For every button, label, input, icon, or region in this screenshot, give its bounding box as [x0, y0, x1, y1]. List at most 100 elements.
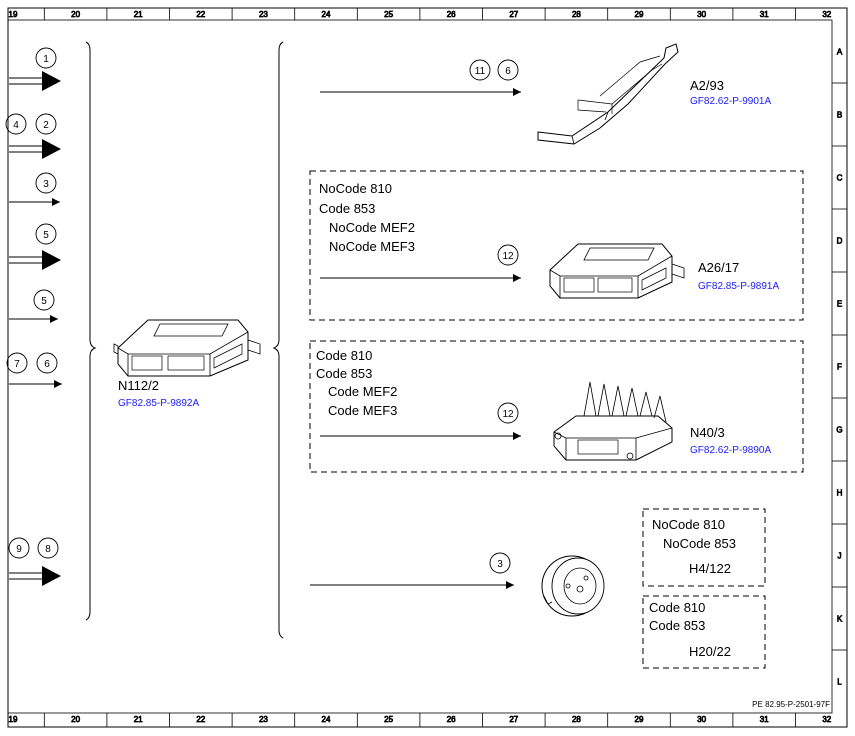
n40-3-designation: N40/3 [690, 425, 725, 440]
signal-row: 5 [9, 223, 61, 270]
a2-93-designation: A2/93 [690, 78, 724, 93]
column-label: 22 [196, 10, 205, 19]
column-label: 20 [71, 10, 80, 19]
signal-number: 6 [44, 359, 50, 370]
column-label: 24 [322, 715, 331, 724]
signal-number: 2 [43, 120, 49, 131]
row-label: E [837, 300, 842, 309]
row-label: C [837, 174, 843, 183]
double-arrow-head [42, 566, 61, 586]
circle-number: 12 [502, 409, 514, 420]
a26-17-reference: GF82.85-P-9891A [698, 281, 779, 292]
column-label: 19 [9, 715, 18, 724]
column-label: 32 [822, 10, 831, 19]
column-label: 27 [509, 715, 518, 724]
column-label: 25 [384, 715, 393, 724]
h20-22-condition: Code 853 [649, 618, 705, 633]
signal-number: 5 [41, 296, 47, 307]
signal-number: 1 [43, 54, 49, 65]
column-label: 29 [635, 10, 644, 19]
h4-122-condition: NoCode 810 [652, 517, 725, 532]
row-label: K [837, 615, 843, 624]
a26-17-condition: NoCode 810 [319, 181, 392, 196]
signal-number: 9 [16, 544, 22, 555]
circle-number: 12 [502, 251, 514, 262]
n40-3-condition: Code MEF3 [328, 403, 397, 418]
column-label: 30 [697, 715, 706, 724]
a26-17-condition: Code 853 [319, 201, 375, 216]
column-label: 26 [447, 10, 456, 19]
circle-number: 3 [497, 559, 503, 570]
row-label: B [837, 111, 842, 120]
module-a2-93 [537, 43, 679, 145]
signal-number: 4 [13, 120, 19, 131]
a26-17-designation: A26/17 [698, 260, 739, 275]
column-label: 31 [760, 10, 769, 19]
signal-number: 3 [43, 179, 49, 190]
n40-3-condition: Code MEF2 [328, 384, 397, 399]
right-brace [272, 41, 284, 639]
column-label: 30 [697, 10, 706, 19]
signal-number: 7 [14, 359, 20, 370]
row-ruler: A B C D E F G H J K L [832, 47, 847, 687]
h4-122-condition: NoCode 853 [663, 536, 736, 551]
left-brace [85, 41, 97, 621]
h20-22-condition: Code 810 [649, 600, 705, 615]
n40-3-condition: Code 810 [316, 348, 372, 363]
column-label: 23 [259, 10, 268, 19]
n112-2-reference: GF82.85-P-9892A [118, 398, 199, 409]
row-label: L [837, 678, 842, 687]
footer-reference: PE 82.95-P-2501-97F [752, 700, 830, 709]
column-label: 25 [384, 10, 393, 19]
module-a26-17 [549, 243, 685, 299]
row-label: A [837, 48, 843, 57]
column-label: 22 [196, 715, 205, 724]
signal-row: 1 [9, 47, 61, 91]
column-label: 31 [760, 715, 769, 724]
circle-number: 6 [505, 66, 511, 77]
row-label: F [837, 363, 842, 372]
double-arrow-head [42, 71, 61, 91]
module-n112-2 [113, 319, 261, 377]
h4-122-designation: H4/122 [689, 561, 731, 576]
signal-row: 4 2 [5, 113, 61, 159]
signal-number: 8 [45, 544, 51, 555]
double-arrow-head [42, 250, 61, 270]
variant-box-h20-22 [642, 595, 766, 669]
column-label: 19 [9, 10, 18, 19]
a26-17-condition: NoCode MEF3 [329, 239, 415, 254]
a26-17-condition: NoCode MEF2 [329, 220, 415, 235]
row-label: H [837, 489, 843, 498]
column-label: 29 [635, 715, 644, 724]
circle-number: 11 [475, 66, 486, 77]
column-label: 21 [134, 715, 143, 724]
column-label: 23 [259, 715, 268, 724]
column-label: 27 [509, 10, 518, 19]
condition-box-n40-3 [309, 340, 804, 473]
row-label: D [837, 237, 843, 246]
a2-93-reference: GF82.62-P-9901A [690, 96, 771, 107]
column-label: 26 [447, 715, 456, 724]
n112-2-designation: N112/2 [118, 378, 159, 393]
signal-row: 5 [9, 289, 58, 323]
row-label: G [836, 426, 842, 435]
n40-3-reference: GF82.62-P-9890A [690, 445, 771, 456]
double-arrow-head [42, 139, 61, 159]
column-ruler: 1919202021212222232324242525262627272828… [8, 8, 832, 727]
h20-22-designation: H20/22 [689, 644, 731, 659]
left-signals: 1 4 2 3 5 [5, 47, 62, 586]
row-label: J [838, 552, 842, 561]
column-label: 28 [572, 715, 581, 724]
speaker-icon [541, 555, 605, 617]
signal-number: 5 [43, 230, 49, 241]
signal-row: 9 8 [8, 537, 61, 586]
signal-row: 3 [9, 172, 60, 206]
variant-box-h4-122 [642, 508, 766, 587]
module-n40-3 [553, 381, 673, 461]
n40-3-condition: Code 853 [316, 366, 372, 381]
column-label: 21 [134, 10, 143, 19]
column-label: 32 [822, 715, 831, 724]
column-label: 28 [572, 10, 581, 19]
column-label: 24 [322, 10, 331, 19]
